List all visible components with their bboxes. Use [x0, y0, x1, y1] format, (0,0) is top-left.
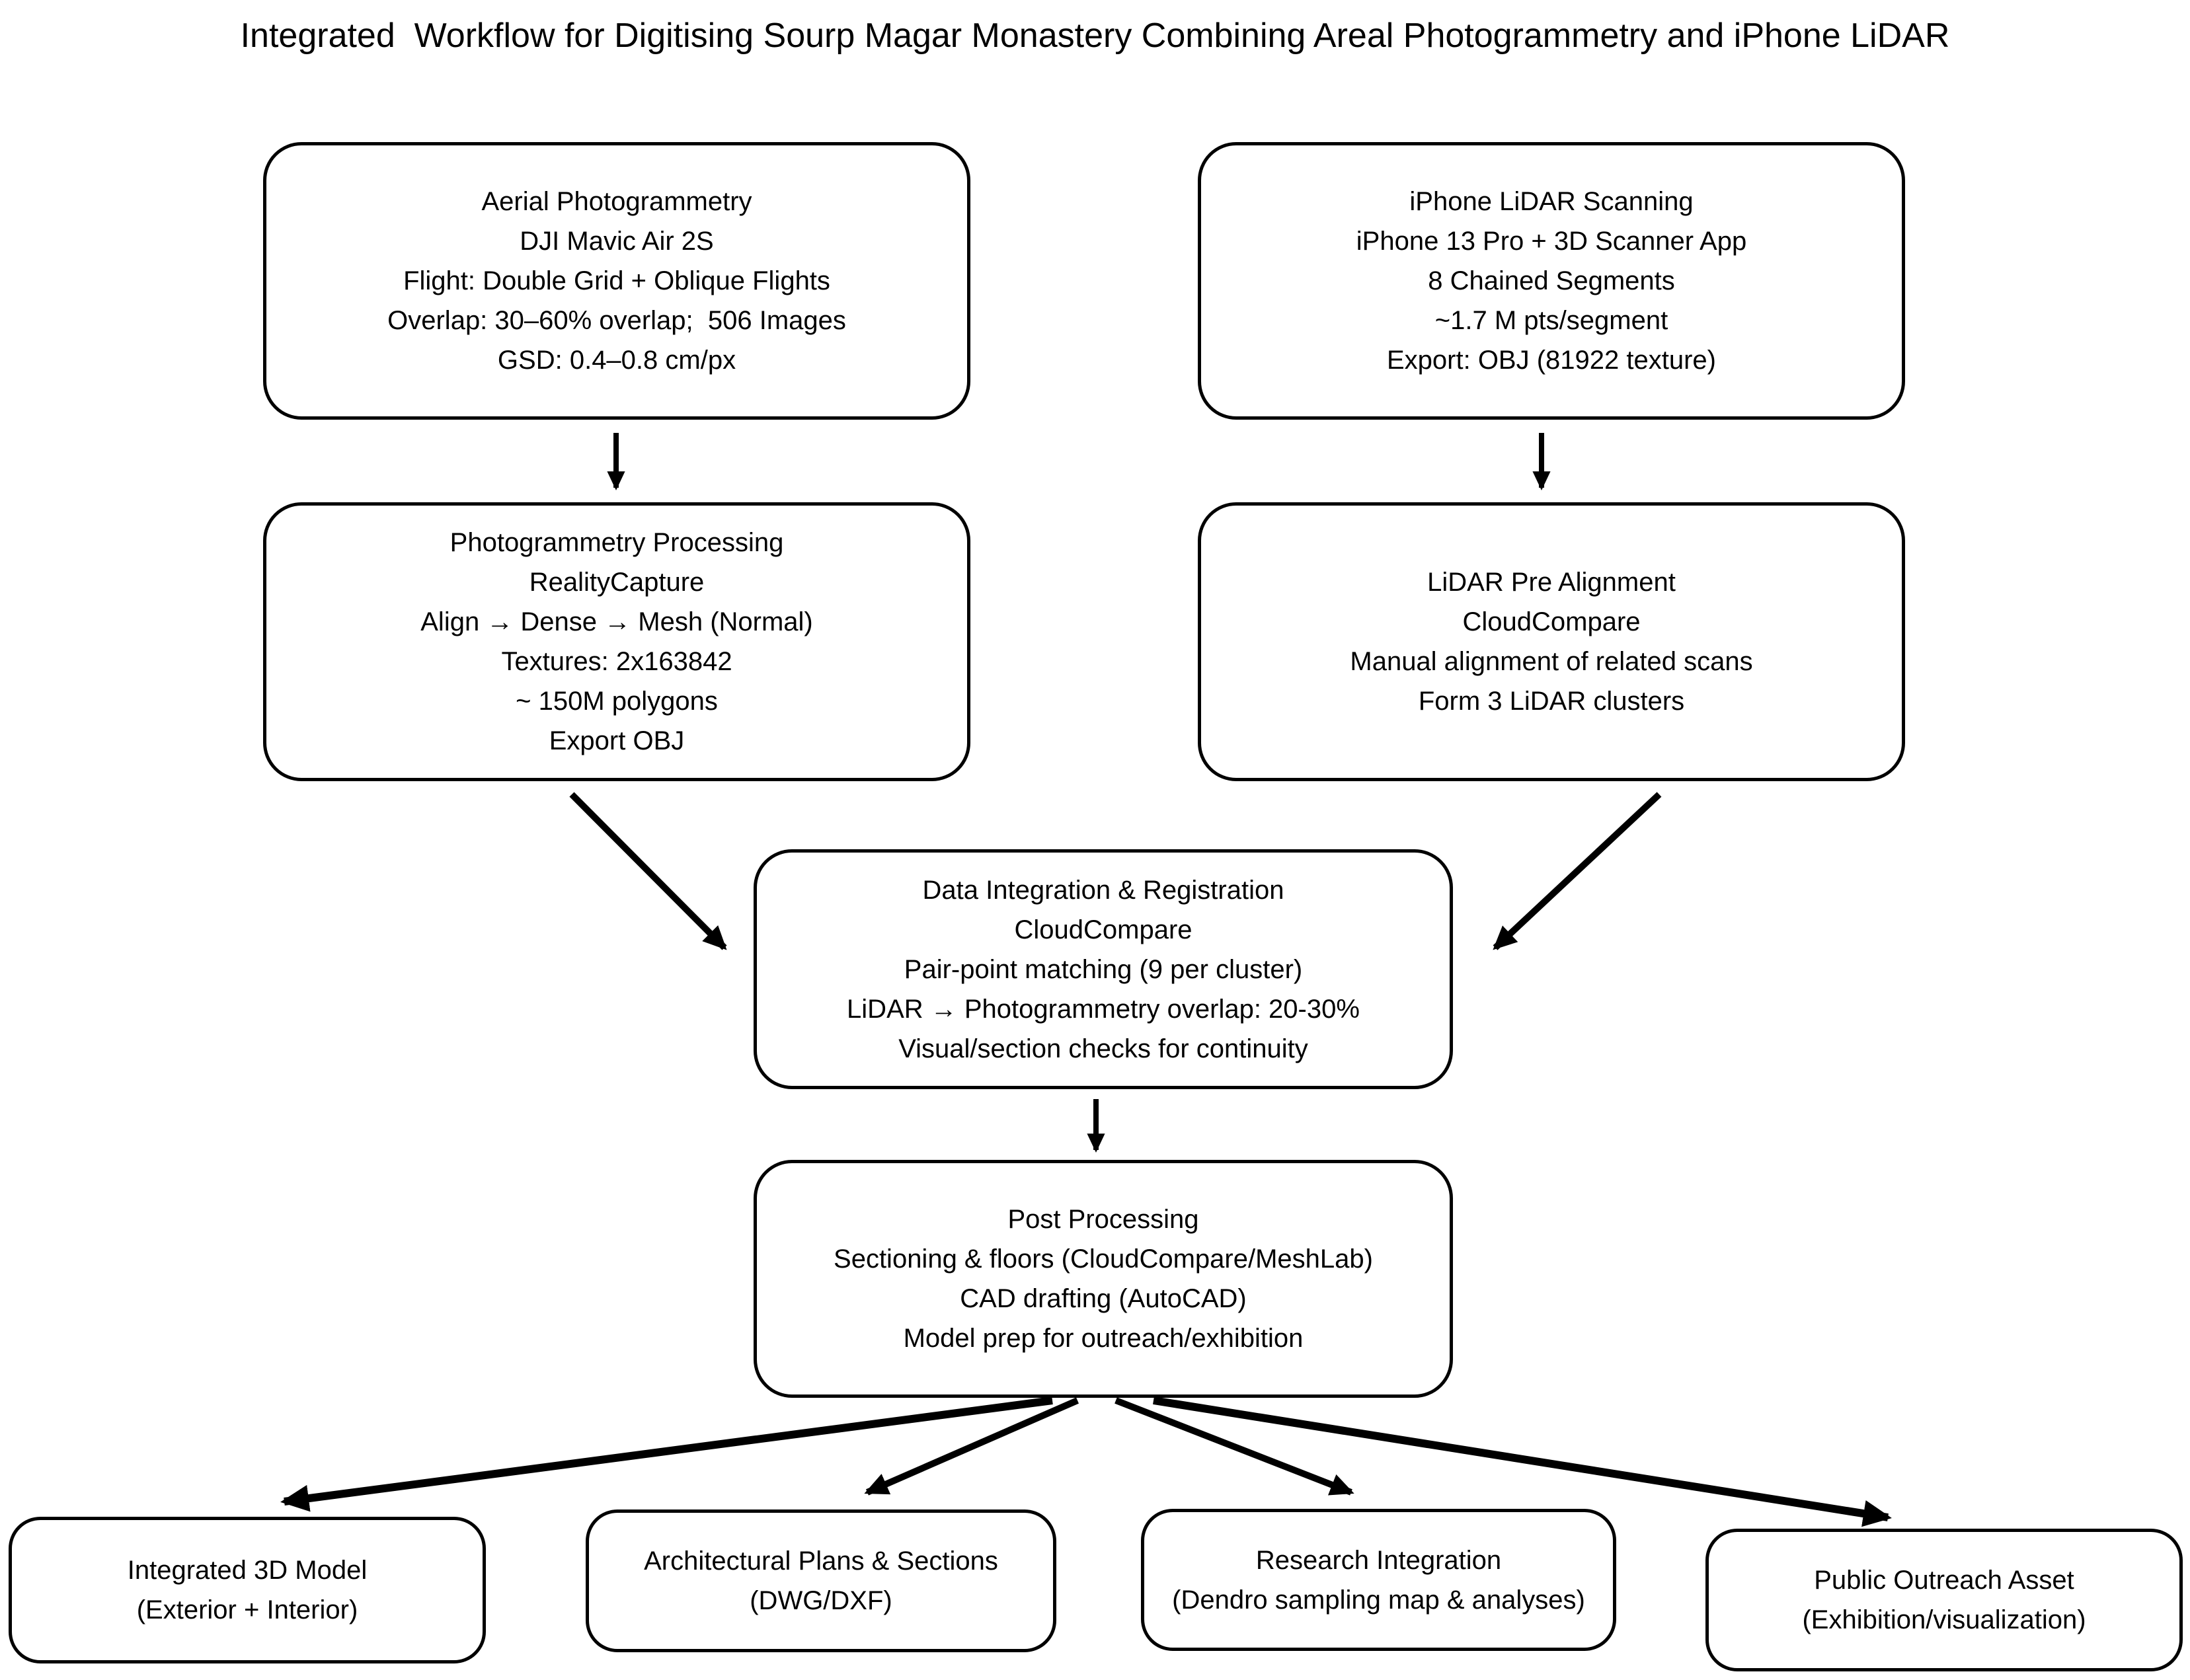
- node-text-line: Model prep for outreach/exhibition: [903, 1324, 1304, 1353]
- node-text-line: Pair-point matching (9 per cluster): [904, 954, 1303, 984]
- node-text-line: Export: OBJ (81922 texture): [1386, 346, 1716, 375]
- node-text-line: Photogrammetry Processing: [450, 528, 784, 557]
- node-text-line: Aerial Photogrammetry: [481, 187, 752, 216]
- node-text-line: Sectioning & floors (CloudCompare/MeshLa…: [834, 1244, 1373, 1274]
- node-text-line: 8 Chained Segments: [1428, 266, 1675, 295]
- node-iphone-lidar-scanning: iPhone LiDAR Scanning iPhone 13 Pro + 3D…: [1198, 142, 1905, 420]
- node-text-line: CloudCompare: [1462, 607, 1641, 636]
- node-lidar-pre-alignment: LiDAR Pre Alignment CloudCompare Manual …: [1198, 502, 1905, 781]
- node-text-line: Align → Dense → Mesh (Normal): [420, 607, 813, 636]
- diagram-title: Integrated Workflow for Digitising Sourp…: [240, 17, 1950, 55]
- node-text-line: ~1.7 M pts/segment: [1434, 306, 1668, 335]
- node-photogrammetry-processing: Photogrammetry Processing RealityCapture…: [263, 502, 970, 781]
- arrow-photogrammetry-processing-to-data-integration: [569, 792, 727, 950]
- node-text-line: Post Processing: [1007, 1205, 1199, 1234]
- arrow-pre-alignment-to-data-integration: [1493, 792, 1662, 950]
- node-text-line: iPhone 13 Pro + 3D Scanner App: [1356, 227, 1747, 256]
- arrow-post-processing-to-integrated-3d-model: [280, 1396, 1053, 1512]
- node-integrated-3d-model: Integrated 3D Model (Exterior + Interior…: [9, 1517, 486, 1663]
- node-text-line: Architectural Plans & Sections: [644, 1546, 998, 1576]
- node-text-line: (Exterior + Interior): [136, 1595, 358, 1624]
- node-text-line: (Exhibition/visualization): [1802, 1605, 2086, 1634]
- node-text-line: Integrated 3D Model: [127, 1556, 368, 1585]
- node-text-line: iPhone LiDAR Scanning: [1409, 187, 1694, 216]
- node-text-line: ~ 150M polygons: [516, 687, 718, 716]
- node-architectural-plans-sections: Architectural Plans & Sections (DWG/DXF): [586, 1509, 1056, 1652]
- node-text-line: Data Integration & Registration: [922, 875, 1284, 905]
- node-public-outreach-asset: Public Outreach Asset (Exhibition/visual…: [1705, 1529, 2183, 1671]
- node-data-integration-registration: Data Integration & Registration CloudCom…: [754, 849, 1453, 1089]
- node-post-processing: Post Processing Sectioning & floors (Clo…: [754, 1160, 1453, 1398]
- node-text-line: Textures: 2x163842: [501, 647, 732, 676]
- node-text-line: Manual alignment of related scans: [1350, 647, 1753, 676]
- node-text-line: GSD: 0.4–0.8 cm/px: [497, 346, 736, 375]
- node-text-line: Research Integration: [1255, 1545, 1502, 1575]
- node-text-line: LiDAR Pre Alignment: [1427, 568, 1676, 597]
- arrow-post-processing-to-public-outreach: [1153, 1396, 1892, 1527]
- arrow-post-processing-to-architectural-plans: [864, 1397, 1079, 1496]
- node-aerial-photogrammetry: Aerial Photogrammetry DJI Mavic Air 2S F…: [263, 142, 970, 420]
- node-text-line: (DWG/DXF): [750, 1586, 892, 1615]
- node-text-line: Overlap: 30–60% overlap; 506 Images: [387, 306, 846, 335]
- node-text-line: RealityCapture: [529, 568, 705, 597]
- arrow-post-processing-to-research-integration: [1115, 1397, 1354, 1496]
- node-text-line: CAD drafting (AutoCAD): [960, 1284, 1247, 1313]
- node-text-line: Export OBJ: [549, 726, 685, 755]
- node-text-line: Public Outreach Asset: [1814, 1566, 2074, 1595]
- node-text-line: Flight: Double Grid + Oblique Flights: [403, 266, 830, 295]
- node-text-line: CloudCompare: [1014, 915, 1193, 944]
- node-research-integration: Research Integration (Dendro sampling ma…: [1141, 1509, 1616, 1651]
- node-text-line: Form 3 LiDAR clusters: [1418, 687, 1685, 716]
- node-text-line: DJI Mavic Air 2S: [520, 227, 714, 256]
- node-text-line: LiDAR → Photogrammetry overlap: 20-30%: [847, 994, 1360, 1024]
- node-text-line: (Dendro sampling map & analyses): [1172, 1585, 1585, 1615]
- node-text-line: Visual/section checks for continuity: [898, 1034, 1308, 1063]
